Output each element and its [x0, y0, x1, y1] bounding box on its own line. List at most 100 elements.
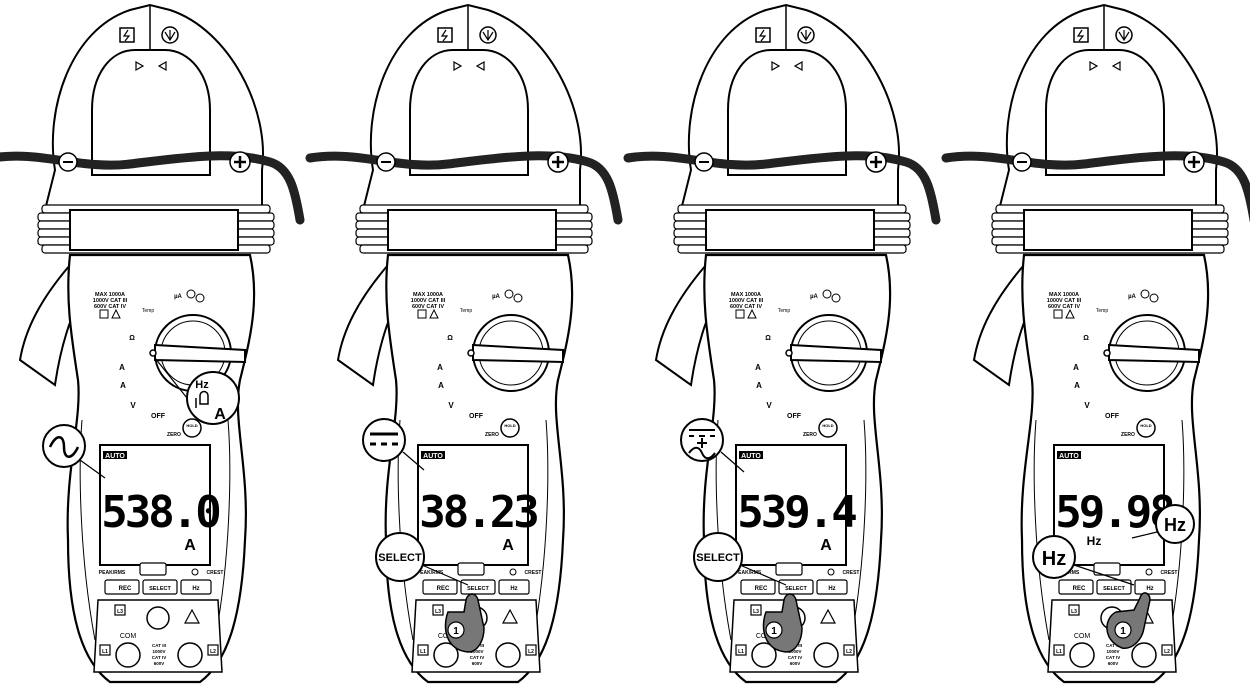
antenna-icon [797, 26, 815, 44]
dial-a-label: A [119, 363, 125, 372]
l1-label: L1 [1056, 649, 1062, 655]
range-icon [1140, 289, 1150, 299]
cat-rating-label: CAT IV [470, 655, 484, 660]
rec-label: REC [119, 586, 132, 592]
crest-label: CREST [525, 570, 542, 576]
auto-badge-bg [421, 451, 445, 459]
com-jack [1069, 642, 1095, 668]
warning-icon [111, 308, 121, 319]
step-number-badge [1114, 621, 1132, 639]
dial-off-label: OFF [469, 413, 484, 420]
dial-temp-label: Temp [142, 308, 154, 314]
dial-zero-label: ZERO [1121, 432, 1135, 438]
callout-leader [1131, 531, 1158, 539]
cat-hazard-icon [417, 309, 427, 319]
hold-label: HOLD [186, 423, 197, 428]
l3-label: L3 [753, 609, 759, 615]
hz-unit-callout [1155, 504, 1195, 544]
rating-text: MAX 1000A [731, 292, 761, 298]
select-callout [375, 532, 425, 582]
warning-icon [429, 308, 439, 319]
collar-window [1023, 209, 1193, 251]
dial-pointer-dot [467, 349, 475, 357]
dial-pointer-dot [149, 349, 157, 357]
cat-rating-label: 600V [472, 661, 483, 666]
hz-key-callout [1032, 535, 1076, 579]
range-icon [504, 289, 514, 299]
l3-jack-label-box [432, 604, 444, 616]
dial-zero-label: ZERO [485, 432, 499, 438]
rating-text: 1000V CAT III [93, 298, 128, 304]
rating-text: MAX 1000A [413, 292, 443, 298]
l1-label: L1 [420, 649, 426, 655]
hz-key-callout-text: Hz [1042, 548, 1066, 570]
l2-label: L2 [210, 649, 216, 655]
step-number: 1 [771, 626, 777, 637]
step-number-badge [447, 621, 465, 639]
select-label: SELECT [1103, 586, 1125, 592]
l3-jack-label-box [1068, 604, 1080, 616]
hold-button [1136, 418, 1156, 438]
select-label: SELECT [785, 586, 807, 592]
dial-ua-label: µA [174, 294, 182, 300]
test-cable [305, 151, 623, 225]
l2-label: L2 [1164, 649, 1170, 655]
auto-badge: AUTO [105, 453, 125, 460]
dial-ua-label: µA [492, 294, 500, 300]
auto-badge: AUTO [423, 453, 443, 460]
crest-label: CREST [843, 570, 860, 576]
hz-key-label: Hz [192, 586, 199, 592]
rec-label: REC [755, 586, 768, 592]
plus-sign [234, 156, 246, 168]
cat-rating-label: 600V [790, 661, 801, 666]
rating-text: 1000V CAT III [411, 298, 446, 304]
dial-ua-label: µA [810, 294, 818, 300]
lcd-reading: 539.4 [737, 487, 856, 538]
dial-ua-label: µA [1128, 294, 1136, 300]
dial-a-label-2: A [756, 381, 762, 390]
hold-label: HOLD [1140, 423, 1151, 428]
l2-box [525, 644, 537, 656]
jaw-opening [409, 49, 529, 176]
callout-leader [1073, 564, 1135, 586]
test-cable [623, 151, 941, 225]
hazard-icon [755, 27, 771, 43]
plus-jack [177, 642, 203, 668]
dial-pointer-dot [785, 349, 793, 357]
peak-rms-label: PEAK/RMS [417, 570, 444, 576]
select-label: SELECT [149, 586, 171, 592]
antenna-icon [161, 26, 179, 44]
antenna-symbol [800, 30, 812, 42]
lcd-reading: 59.98 [1055, 487, 1173, 538]
dial-off-label: OFF [787, 413, 802, 420]
crest-icon [1145, 568, 1153, 576]
rec-label: REC [437, 586, 450, 592]
dial-a-label-2: A [120, 381, 126, 390]
hold-label: HOLD [822, 423, 833, 428]
callout-hz-text: Hz [195, 379, 209, 391]
callout-leader [79, 459, 106, 479]
cat-rating-label: CAT IV [1106, 655, 1120, 660]
jaw-opening [1045, 49, 1165, 176]
range-icon-2 [1149, 293, 1159, 303]
rating-text: 1000V CAT III [729, 298, 764, 304]
dial-ohm-label: Ω [447, 335, 453, 342]
cat-hazard-icon [735, 309, 745, 319]
hold-button [182, 418, 202, 438]
rec-button [1058, 579, 1094, 595]
jaw-arrow-left [1089, 60, 1099, 72]
acdc-plus-icon [697, 438, 707, 448]
l2-label: L2 [846, 649, 852, 655]
dial-temp-label: Temp [1096, 308, 1108, 314]
com-label: COM [120, 633, 137, 640]
jack-warning-icon [183, 608, 201, 624]
dial-a-label-2: A [438, 381, 444, 390]
hz-key-label: Hz [828, 586, 835, 592]
dial-pointer-dot [1103, 349, 1111, 357]
hz-key-label: Hz [1146, 586, 1153, 592]
plus-sign [552, 156, 564, 168]
hz-button [1134, 579, 1166, 595]
dial-v-label: V [448, 401, 454, 410]
